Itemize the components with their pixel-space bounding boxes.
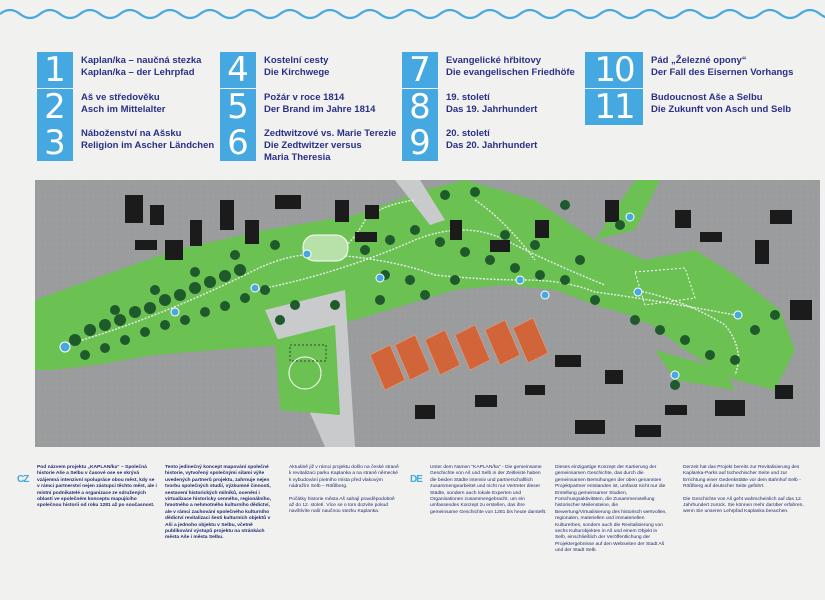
- chapter-title-de: Der Fall des Eisernen Vorhangs: [651, 67, 794, 78]
- park-area: [35, 180, 795, 390]
- description-section: Pod názvem projektu „KAPLAN/ka“ – Společ…: [0, 455, 825, 600]
- chapter-number: 10: [585, 52, 643, 88]
- chapter-number: 6: [220, 125, 256, 161]
- buildings: [125, 195, 812, 437]
- sports-field: [302, 234, 349, 262]
- text-cz-2: Tento jedinečný koncept mapování společn…: [165, 465, 271, 541]
- chapter-title-cz: Evangelické hřbitovy: [446, 55, 542, 66]
- text-de-3b: Die Geschichte von Aš geht wahrscheinlic…: [683, 496, 804, 515]
- text-cz-3b: Počátky historie města Aš sahají pravděp…: [289, 496, 395, 515]
- playground: [288, 356, 322, 390]
- tennis-courts: [369, 317, 549, 391]
- chapter-title-cz: Kostelní cesty: [264, 55, 329, 66]
- chapter-number: 11: [585, 89, 643, 125]
- chapter-number: 8: [402, 89, 438, 125]
- text-cz-3a: Aktuálně již v rámci projektu došlo na č…: [289, 465, 399, 490]
- text-de-1: Unter dem Namen "KAPLAN/ka" - Die gemein…: [430, 465, 547, 515]
- text-de-3a: Derzeit hat das Projekt bereits zur Revi…: [683, 465, 801, 490]
- chapter-number: 5: [220, 89, 256, 125]
- chapter-title-de: Die evangelischen Friedhöfe: [446, 67, 575, 78]
- chapter-title-de: Die Zukunft von Asch und Selb: [651, 104, 792, 115]
- chapter-number: 4: [220, 52, 256, 88]
- chapter-title-cz: Kaplan/ka – naučná stezka: [81, 55, 202, 66]
- text-cz-1: Pod názvem projektu „KAPLAN/ka“ – Společ…: [37, 465, 157, 509]
- trees: [69, 187, 780, 390]
- park-map-svg: [35, 180, 820, 447]
- chapter-number: 2: [37, 89, 73, 125]
- chapter-title-cz: Aš ve středověku: [81, 92, 160, 103]
- chapter-number: 1: [37, 52, 73, 88]
- chapter-title-de: Asch im Mittelalter: [81, 104, 166, 115]
- chapter-title-cz: Požár v roce 1814: [264, 92, 345, 103]
- chapter-title-cz: 19. století: [446, 92, 490, 103]
- flag-de: DE: [410, 474, 423, 485]
- chapter-title-cz: 20. století: [446, 128, 490, 139]
- text-cz-3: Aktuálně již v rámci projektu došlo na č…: [289, 465, 401, 516]
- trail-stop-markers[interactable]: [59, 212, 743, 380]
- text-de-3: Derzeit hat das Projekt bereits zur Revi…: [683, 465, 808, 516]
- wave-decoration: [0, 8, 825, 20]
- chapter-number: 9: [402, 125, 438, 161]
- chapter-title-de: Das 19. Jahrhundert: [446, 104, 538, 115]
- text-de-2: Dieses einzigartige Konzept der Kartieru…: [555, 465, 667, 554]
- chapter-title-cz: Budoucnost Aše a Selbu: [651, 92, 763, 103]
- chapter-title-cz: Zedtwitzové vs. Marie Terezie: [264, 128, 397, 139]
- chapter-number: 7: [402, 52, 438, 88]
- chapter-title-de: Kaplan/ka – der Lehrpfad: [81, 67, 195, 78]
- chapter-title-cz: Náboženství na Ašsku: [81, 128, 182, 139]
- chapter-title-de: Religion im Ascher Ländchen: [81, 140, 215, 151]
- chapter-number: 3: [37, 125, 73, 161]
- chapter-title-de: Die Zedtwitzer versus: [264, 140, 362, 151]
- park-map[interactable]: [35, 180, 820, 447]
- chapter-title-cz: Pád „Železné opony“: [651, 55, 747, 66]
- flag-cz: CZ: [17, 474, 29, 485]
- chapter-title-de: Der Brand im Jahre 1814: [264, 104, 376, 115]
- chapter-title-de: Die Kirchwege: [264, 67, 330, 78]
- chapter-title-de-cont: Maria Theresia: [264, 152, 331, 163]
- chapter-title-de: Das 20. Jahrhundert: [446, 140, 538, 151]
